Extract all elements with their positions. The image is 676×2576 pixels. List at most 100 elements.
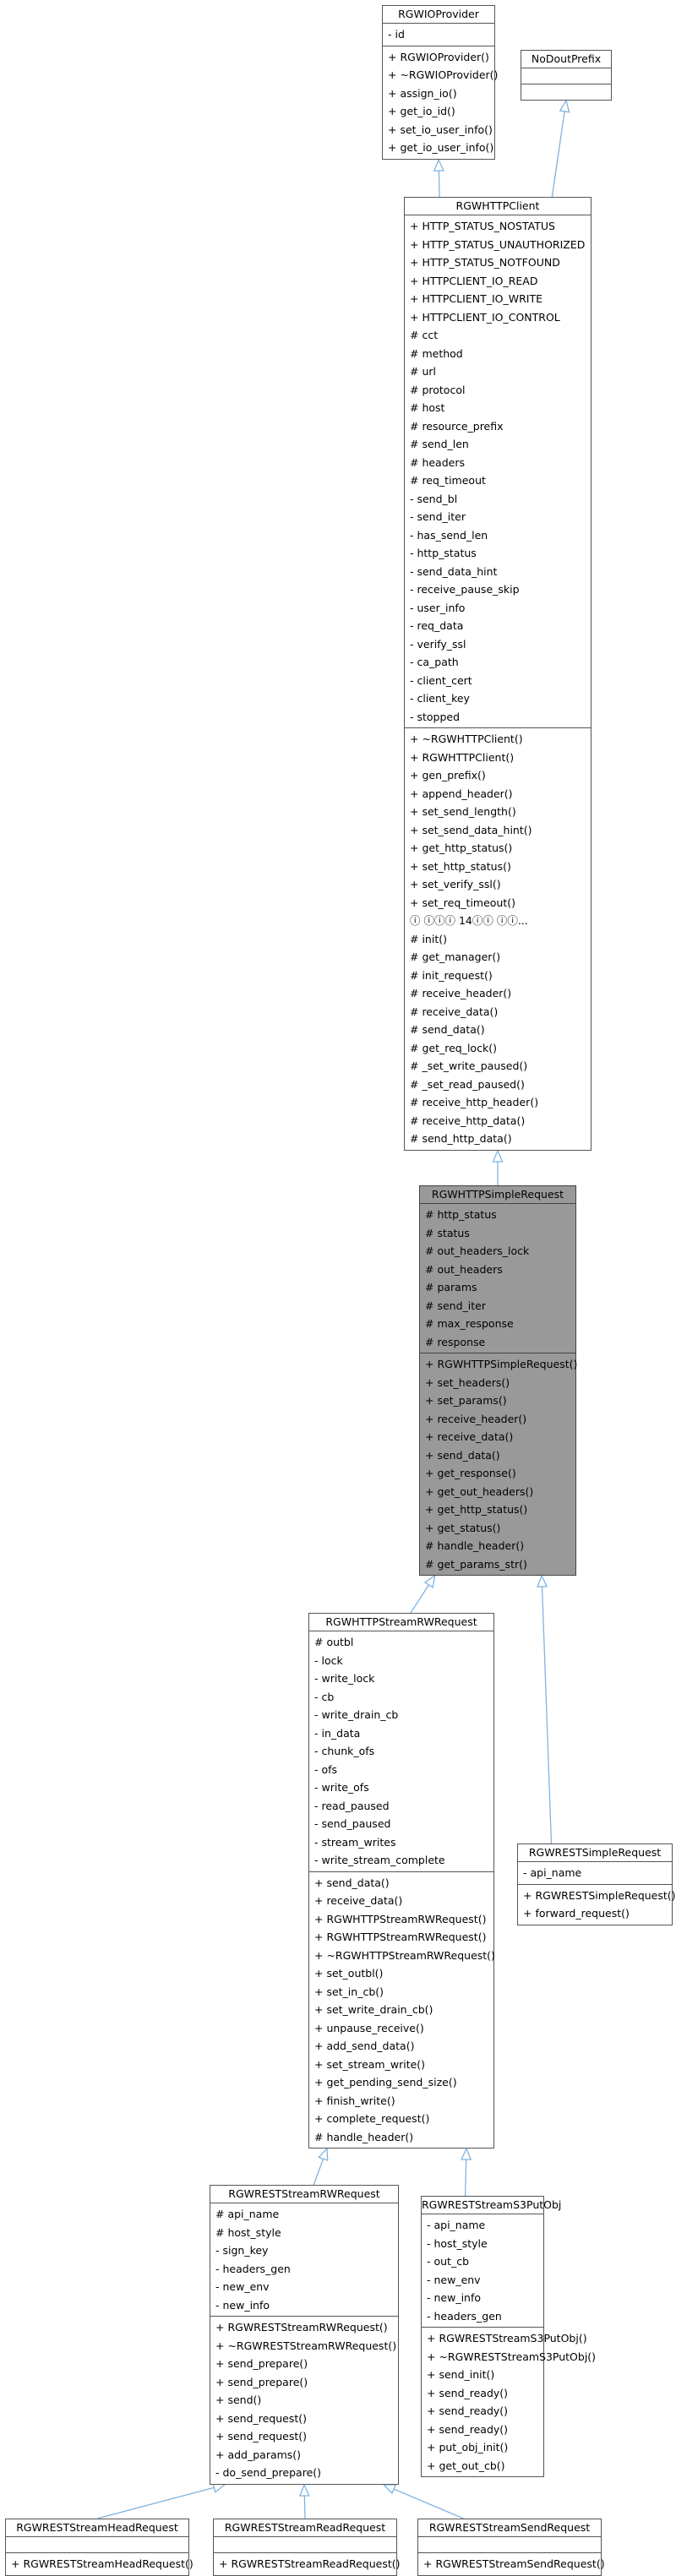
- method-row[interactable]: + add_send_data(): [314, 2040, 415, 2052]
- method-row[interactable]: + RGWHTTPClient(): [410, 750, 515, 764]
- attribute-row[interactable]: + HTTP_STATUS_NOSTATUS: [410, 220, 555, 232]
- attribute-row[interactable]: - api_name: [523, 1866, 582, 1879]
- attribute-row[interactable]: - client_key: [410, 692, 470, 705]
- method-row[interactable]: # send_data(): [410, 1023, 485, 1036]
- method-row[interactable]: + RGWHTTPStreamRWRequest(): [314, 1931, 487, 1943]
- method-row[interactable]: + get_out_headers(): [425, 1484, 534, 1498]
- attribute-row[interactable]: - sign_key: [215, 2244, 269, 2257]
- attribute-row[interactable]: # resource_prefix: [410, 419, 504, 433]
- method-row[interactable]: + send_prepare(): [215, 2357, 308, 2370]
- method-row[interactable]: # receive_data(): [410, 1005, 499, 1018]
- method-row[interactable]: + RGWHTTPStreamRWRequest(): [314, 1912, 487, 1925]
- method-row[interactable]: + receive_data(): [425, 1430, 514, 1443]
- method-row[interactable]: + RGWIOProvider(): [388, 50, 489, 63]
- method-row[interactable]: + set_outbl(): [314, 1967, 384, 1980]
- method-row[interactable]: + send_ready(): [427, 2386, 509, 2399]
- attribute-row[interactable]: - id: [388, 28, 405, 41]
- method-row[interactable]: + send_ready(): [427, 2422, 509, 2436]
- attribute-row[interactable]: # max_response: [425, 1317, 514, 1330]
- attribute-row[interactable]: # cct: [410, 329, 439, 341]
- method-row[interactable]: + set_verify_ssl(): [410, 878, 501, 890]
- method-row[interactable]: # get_manager(): [410, 950, 501, 963]
- attribute-row[interactable]: - receive_pause_skip: [410, 583, 520, 596]
- method-row[interactable]: + set_io_user_info(): [388, 123, 493, 136]
- class-rgwhttpstreamrwrequest[interactable]: RGWHTTPStreamRWRequest# outbl- lock- wri…: [308, 1613, 495, 2148]
- method-row[interactable]: # handle_header(): [314, 2130, 414, 2143]
- method-row[interactable]: + get_pending_send_size(): [314, 2076, 457, 2089]
- attribute-row[interactable]: - new_env: [215, 2280, 270, 2293]
- attribute-row[interactable]: + HTTPCLIENT_IO_WRITE: [410, 292, 542, 305]
- method-row[interactable]: + send_data(): [425, 1448, 500, 1462]
- attribute-row[interactable]: # headers: [410, 455, 465, 469]
- method-row[interactable]: + get_http_status(): [410, 841, 513, 854]
- attribute-row[interactable]: - write_stream_complete: [314, 1854, 445, 1866]
- attribute-row[interactable]: + HTTP_STATUS_NOTFOUND: [410, 256, 560, 269]
- attribute-row[interactable]: - send_paused: [314, 1817, 391, 1830]
- attribute-row[interactable]: - send_iter: [410, 510, 466, 523]
- method-row[interactable]: + ~RGWIOProvider(): [388, 68, 499, 81]
- method-row[interactable]: + finish_write(): [314, 2094, 395, 2107]
- method-row[interactable]: # send_http_data(): [410, 1132, 512, 1145]
- attribute-row[interactable]: - user_info: [410, 601, 466, 614]
- attribute-row[interactable]: # response: [425, 1335, 486, 1348]
- method-row[interactable]: # _set_read_paused(): [410, 1077, 525, 1091]
- class-rgwreststreams3putobj[interactable]: RGWRESTStreamS3PutObj- api_name- host_st…: [421, 2196, 597, 2477]
- class-rgwreststreamheadrequest[interactable]: RGWRESTStreamHeadRequest+ RGWRESTStreamH…: [5, 2519, 194, 2576]
- method-row[interactable]: + RGWRESTStreamHeadRequest(): [11, 2557, 194, 2570]
- method-row[interactable]: + ~RGWRESTStreamS3PutObj(): [427, 2350, 597, 2363]
- method-row[interactable]: + set_req_timeout(): [410, 896, 516, 909]
- attribute-row[interactable]: - lock: [314, 1653, 343, 1667]
- method-row[interactable]: + RGWRESTStreamReadRequest(): [219, 2557, 401, 2570]
- attribute-row[interactable]: # host_style: [215, 2225, 281, 2239]
- method-row[interactable]: + set_headers(): [425, 1375, 510, 1389]
- method-row[interactable]: + get_response(): [425, 1467, 516, 1479]
- attribute-row[interactable]: - write_lock: [314, 1672, 375, 1685]
- method-row[interactable]: ⓘ ⓘⓘⓘ 14ⓘⓘ ⓘⓘ...: [410, 914, 528, 927]
- method-row[interactable]: + set_write_drain_cb(): [314, 2003, 433, 2016]
- attribute-row[interactable]: - ca_path: [410, 656, 459, 668]
- attribute-row[interactable]: - out_cb: [427, 2255, 470, 2268]
- attribute-row[interactable]: - headers_gen: [215, 2262, 291, 2275]
- attribute-row[interactable]: + HTTP_STATUS_UNAUTHORIZED: [410, 237, 586, 251]
- method-row[interactable]: + send_ready(): [427, 2404, 509, 2417]
- attribute-row[interactable]: - stopped: [410, 710, 461, 723]
- method-row[interactable]: + forward_request(): [523, 1907, 630, 1920]
- method-row[interactable]: + assign_io(): [388, 86, 457, 100]
- attribute-row[interactable]: - client_cert: [410, 673, 472, 687]
- attribute-row[interactable]: - cb: [314, 1690, 335, 1703]
- method-row[interactable]: + get_status(): [425, 1521, 501, 1534]
- method-row[interactable]: # init_request(): [410, 968, 493, 982]
- method-row[interactable]: # _set_write_paused(): [410, 1059, 528, 1072]
- method-row[interactable]: + gen_prefix(): [410, 769, 486, 782]
- attribute-row[interactable]: # api_name: [215, 2208, 280, 2220]
- method-row[interactable]: + set_send_length(): [410, 805, 516, 818]
- method-row[interactable]: + set_params(): [425, 1394, 507, 1407]
- method-row[interactable]: + set_in_cb(): [314, 1985, 384, 1998]
- method-row[interactable]: # get_req_lock(): [410, 1041, 497, 1054]
- attribute-row[interactable]: - verify_ssl: [410, 637, 466, 651]
- attribute-row[interactable]: - write_ofs: [314, 1781, 369, 1794]
- method-row[interactable]: # get_params_str(): [425, 1557, 527, 1571]
- class-rgwreststreamreadrequest[interactable]: RGWRESTStreamReadRequest+ RGWRESTStreamR…: [213, 2519, 401, 2576]
- attribute-row[interactable]: - http_status: [410, 547, 477, 559]
- attribute-row[interactable]: # outbl: [314, 1636, 354, 1648]
- method-row[interactable]: + get_http_status(): [425, 1503, 528, 1516]
- method-row[interactable]: + ~RGWRESTStreamRWRequest(): [215, 2339, 397, 2352]
- attribute-row[interactable]: # method: [410, 346, 463, 360]
- attribute-row[interactable]: # send_iter: [425, 1299, 486, 1312]
- attribute-row[interactable]: - req_data: [410, 619, 464, 632]
- attribute-row[interactable]: # out_headers: [425, 1262, 503, 1276]
- class-rgwhttpsimplerequest[interactable]: RGWHTTPSimpleRequest# http_status# statu…: [419, 1185, 577, 1576]
- method-row[interactable]: + get_io_user_info(): [388, 141, 494, 154]
- method-row[interactable]: + RGWRESTStreamSendRequest(): [423, 2557, 605, 2570]
- attribute-row[interactable]: + HTTPCLIENT_IO_CONTROL: [410, 310, 560, 324]
- attribute-row[interactable]: - new_env: [427, 2273, 481, 2286]
- attribute-row[interactable]: - new_info: [427, 2291, 482, 2304]
- attribute-row[interactable]: # host: [410, 401, 445, 414]
- method-row[interactable]: + send_request(): [215, 2430, 308, 2443]
- attribute-row[interactable]: # out_headers_lock: [425, 1244, 530, 1257]
- attribute-row[interactable]: - send_data_hint: [410, 564, 498, 578]
- method-row[interactable]: + ~RGWHTTPClient(): [410, 732, 523, 745]
- attribute-row[interactable]: - new_info: [215, 2298, 270, 2312]
- attribute-row[interactable]: - send_bl: [410, 492, 458, 505]
